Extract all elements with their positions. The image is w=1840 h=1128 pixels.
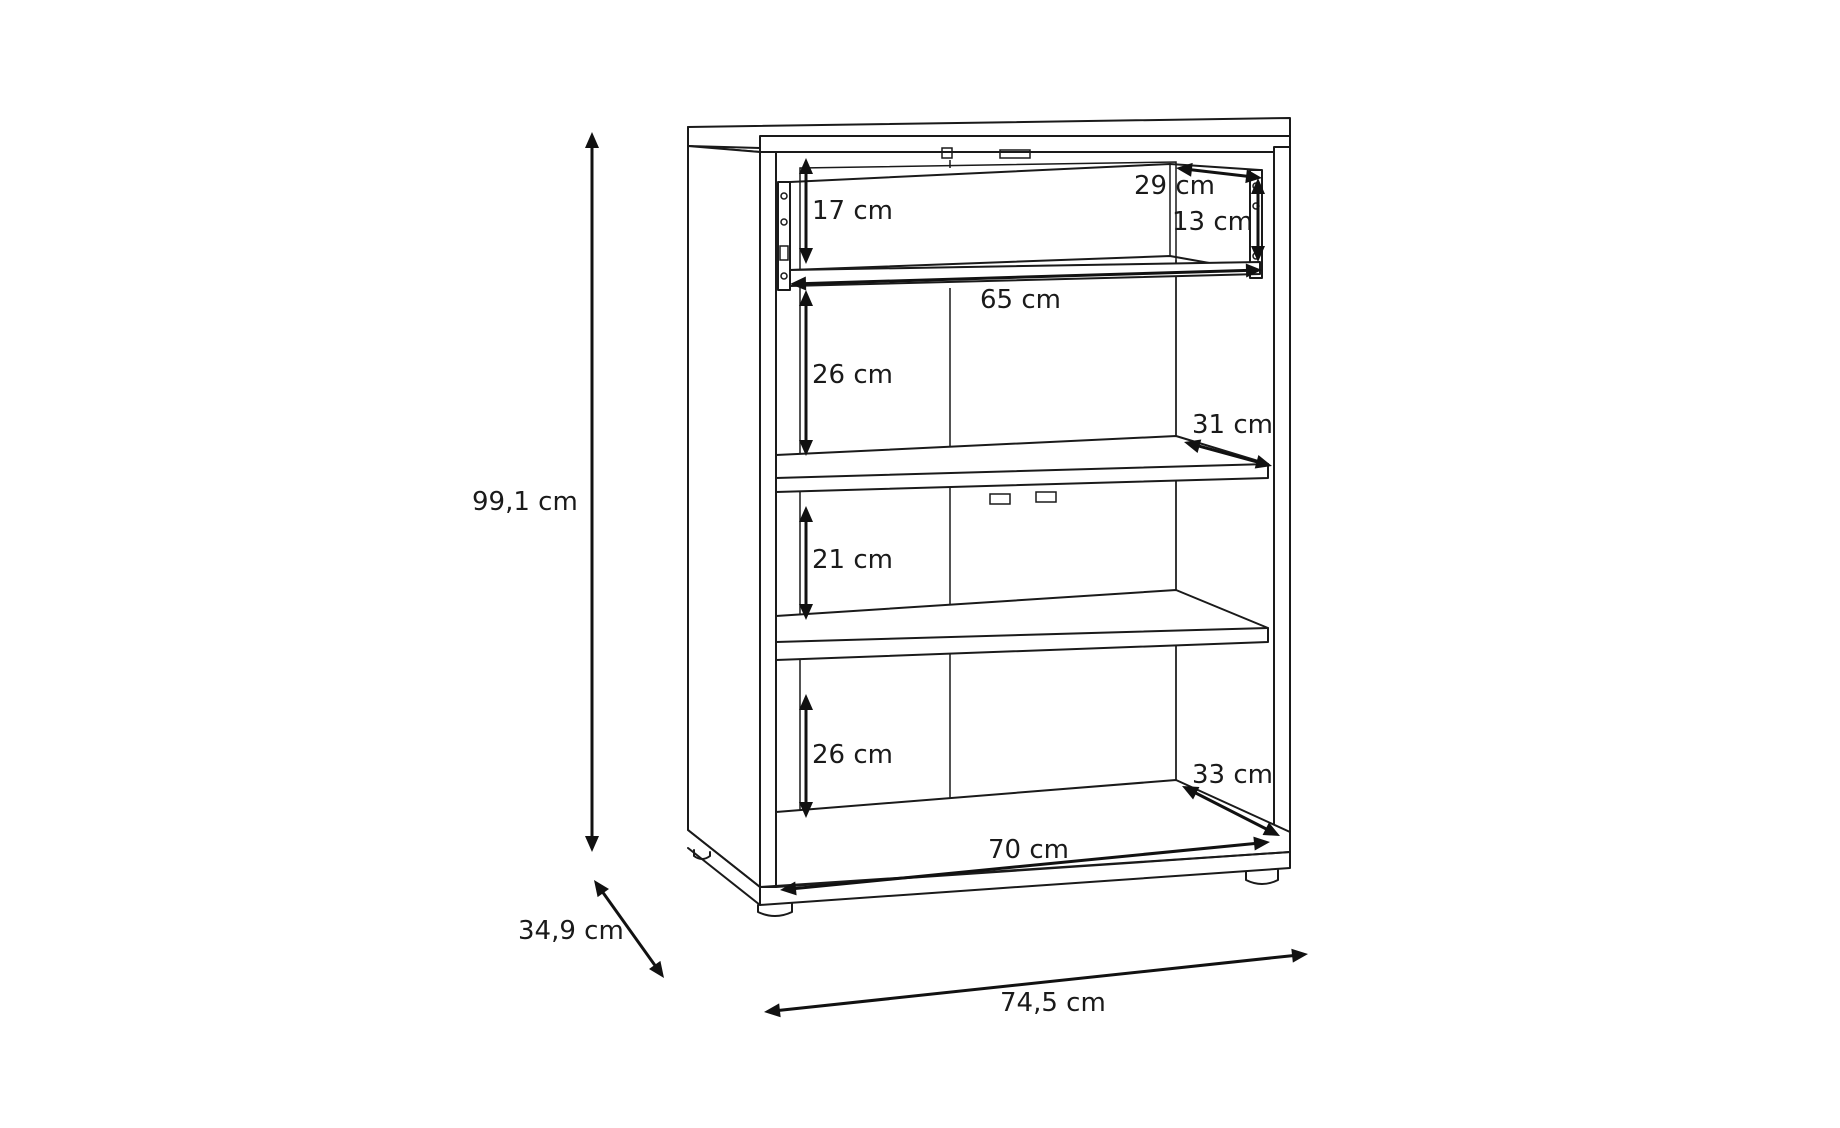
- label-height-total: 99,1 cm: [472, 487, 578, 517]
- arrow-third-compartment-height: [799, 506, 813, 620]
- arrow-top-compartment-depth: [1176, 162, 1262, 184]
- dimension-labels: 99,1 cm 34,9 cm 74,5 cm 17 cm 29 cm 13 c…: [472, 171, 1273, 1018]
- arrow-bottom-inner-width: [780, 836, 1270, 896]
- left-front-post: [759, 151, 777, 888]
- label-top-compartment-height: 17 cm: [812, 196, 893, 226]
- label-bottom-depth: 33 cm: [1192, 760, 1273, 790]
- foot-front-left: [757, 902, 793, 917]
- label-width-total: 74,5 cm: [1000, 988, 1106, 1018]
- foot-front-right: [1245, 869, 1279, 885]
- label-second-compartment-height: 26 cm: [812, 360, 893, 390]
- arrow-top-compartment-height: [799, 158, 813, 264]
- arrow-second-compartment-height: [799, 290, 813, 456]
- arrow-bottom-compartment-height: [799, 694, 813, 818]
- label-top-compartment-depth: 29 cm: [1134, 171, 1215, 201]
- label-top-compartment-inner-height: 13 cm: [1172, 207, 1253, 237]
- arrow-depth-total: [594, 880, 664, 978]
- foot-back-left: [693, 849, 711, 860]
- cabinet-outline: [687, 117, 1291, 917]
- arrow-shelf-depth-upper: [1184, 439, 1272, 469]
- dimension-arrows: [585, 132, 1308, 1018]
- arrow-top-compartment-width: [790, 263, 1262, 291]
- right-side-panel: [1273, 146, 1291, 853]
- label-top-compartment-width: 65 cm: [980, 285, 1061, 315]
- arrow-width-total: [764, 948, 1308, 1018]
- label-shelf-depth-upper: 31 cm: [1192, 410, 1273, 440]
- shelf-2: [775, 435, 1269, 493]
- arrow-top-compartment-inner-height: [1251, 178, 1265, 262]
- left-side-panel: [687, 145, 761, 888]
- shelf-3: [775, 589, 1269, 661]
- label-depth-total: 34,9 cm: [518, 916, 624, 946]
- arrow-height-total: [585, 132, 599, 852]
- bottom-board: [775, 779, 1291, 888]
- label-third-compartment-height: 21 cm: [812, 545, 893, 575]
- label-bottom-inner-width: 70 cm: [988, 835, 1069, 865]
- arrow-bottom-depth: [1182, 786, 1280, 836]
- label-bottom-compartment-height: 26 cm: [812, 740, 893, 770]
